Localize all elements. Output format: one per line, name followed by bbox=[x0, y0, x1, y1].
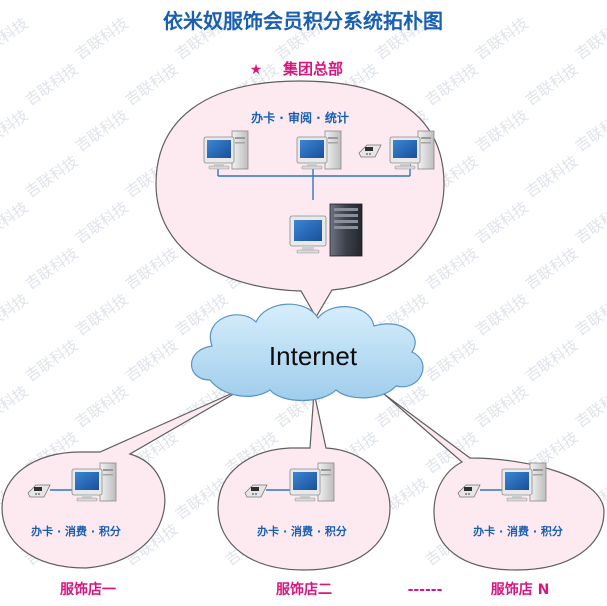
watermark-text: 吉联科技 bbox=[122, 244, 181, 293]
store-bubble-1 bbox=[1, 387, 245, 569]
store-1-name: 服饰店一 bbox=[60, 581, 116, 598]
watermark-text: 吉联科技 bbox=[572, 290, 607, 339]
watermark-text: 吉联科技 bbox=[422, 336, 481, 385]
store-2-functions: 办卡 · 消费 · 积分 bbox=[257, 524, 347, 538]
watermark-text: 吉联科技 bbox=[22, 60, 81, 109]
watermark-text: 吉联科技 bbox=[72, 382, 131, 431]
watermark-text: 吉联科技 bbox=[0, 290, 31, 339]
hq-functions: 办卡 · 审阅 · 统计 bbox=[251, 110, 349, 125]
watermark-text: 吉联科技 bbox=[122, 336, 181, 385]
watermark-text: 吉联科技 bbox=[0, 106, 31, 155]
watermark-text: 吉联科技 bbox=[22, 244, 81, 293]
store-3-functions: 办卡 · 消费 · 积分 bbox=[473, 524, 563, 538]
internet-cloud bbox=[190, 303, 424, 401]
watermark-text: 吉联科技 bbox=[122, 60, 181, 109]
watermark-text: 吉联科技 bbox=[522, 244, 581, 293]
watermark-text: 吉联科技 bbox=[0, 198, 31, 247]
hq-computer-icon bbox=[203, 130, 249, 170]
star-icon: ★ bbox=[250, 62, 263, 78]
watermark-text: 吉联科技 bbox=[522, 152, 581, 201]
watermark-text: 吉联科技 bbox=[572, 382, 607, 431]
watermark-text: 吉联科技 bbox=[72, 14, 131, 63]
watermark-text: 吉联科技 bbox=[72, 198, 131, 247]
watermark-text: 吉联科技 bbox=[0, 14, 31, 63]
store-2-name: 服饰店二 bbox=[276, 581, 332, 598]
watermark-text: 吉联科技 bbox=[22, 336, 81, 385]
watermark-text: 吉联科技 bbox=[522, 336, 581, 385]
watermark-text: 吉联科技 bbox=[72, 290, 131, 339]
watermark-text: 吉联科技 bbox=[472, 382, 531, 431]
diagram-title: 依米奴服饰会员积分系统拓朴图 bbox=[163, 9, 443, 33]
watermark-text: 吉联科技 bbox=[422, 60, 481, 109]
watermark-text: 吉联科技 bbox=[422, 244, 481, 293]
store-1-functions: 办卡 · 消费 · 积分 bbox=[31, 524, 121, 538]
ellipsis-dashes: ------ bbox=[408, 582, 443, 598]
watermark-text: 吉联科技 bbox=[522, 60, 581, 109]
watermark-text: 吉联科技 bbox=[72, 106, 131, 155]
watermark-text: 吉联科技 bbox=[572, 198, 607, 247]
store-computer-icon bbox=[289, 462, 335, 502]
watermark-text: 吉联科技 bbox=[472, 106, 531, 155]
hq-computer-icon bbox=[296, 130, 342, 170]
hq-computer-icon bbox=[389, 130, 435, 170]
watermark-text: 吉联科技 bbox=[572, 14, 607, 63]
store-n-name: 服饰店 N bbox=[491, 581, 550, 598]
server-icon bbox=[289, 203, 363, 257]
watermark-text: 吉联科技 bbox=[472, 290, 531, 339]
internet-label: Internet bbox=[269, 341, 358, 371]
watermark-text: 吉联科技 bbox=[572, 106, 607, 155]
watermark-text: 吉联科技 bbox=[22, 152, 81, 201]
watermark-text: 吉联科技 bbox=[472, 14, 531, 63]
store-computer-icon bbox=[71, 462, 117, 502]
watermark-text: 吉联科技 bbox=[472, 198, 531, 247]
store-computer-icon bbox=[501, 462, 547, 502]
hq-label: 集团总部 bbox=[282, 60, 343, 78]
watermark-text: 吉联科技 bbox=[0, 382, 31, 431]
store-bubble-3 bbox=[383, 393, 605, 571]
